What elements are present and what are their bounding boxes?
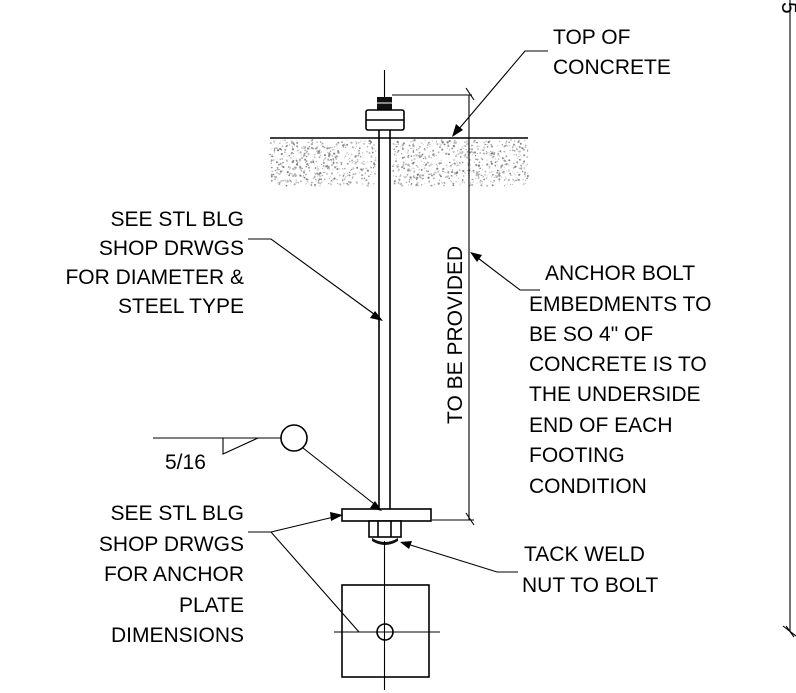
label-anchor-plate-line-5: DIMENSIONS <box>111 624 244 647</box>
label-anchor-plate-line-2: SHOP DRWGS <box>99 533 244 556</box>
label-bolt-diameter-line-2: SHOP DRWGS <box>99 237 244 260</box>
label-top-of-concrete-line-2: CONCRETE <box>553 56 671 79</box>
label-anchor-plate-line-4: PLATE <box>179 594 244 617</box>
label-embedment-line-3: BE SO 4" OF <box>529 323 653 346</box>
label-embedment-line-5: THE UNDERSIDE <box>529 383 701 406</box>
label-bolt-diameter: SEE STL BLG SHOP DRWGS FOR DIAMETER & ST… <box>65 208 244 318</box>
label-tack-weld-line-2: NUT TO BOLT <box>522 574 658 597</box>
label-weld-size: 5/16 <box>165 451 206 474</box>
label-embedment-line-8: CONDITION <box>529 475 647 498</box>
label-anchor-plate-line-1: SEE STL BLG <box>111 502 244 525</box>
label-top-of-concrete-line-1: TOP OF <box>553 26 630 49</box>
label-embedment-line-7: FOOTING <box>529 444 625 467</box>
bottom-nut <box>368 520 402 538</box>
leader-bolt-diameter <box>248 238 379 318</box>
label-top-of-concrete: TOP OF CONCRETE <box>553 26 671 79</box>
label-embedment-line-4: CONCRETE IS TO <box>529 353 707 376</box>
label-bolt-diameter-line-4: STEEL TYPE <box>118 295 244 318</box>
label-tack-weld: TACK WELD NUT TO BOLT <box>522 543 658 597</box>
label-embedment-line-2: EMBEDMENTS TO <box>529 293 711 316</box>
leader-embedment <box>473 254 540 291</box>
label-anchor-plate-note: SEE STL BLG SHOP DRWGS FOR ANCHOR PLATE … <box>99 502 244 647</box>
leader-top-of-concrete <box>457 50 548 131</box>
anchor-plate-plan <box>341 584 430 678</box>
leader-tack-weld <box>403 542 518 573</box>
label-bolt-diameter-line-1: SEE STL BLG <box>111 208 244 231</box>
concrete-texture <box>269 139 529 187</box>
leader-anchor-plate <box>270 515 339 533</box>
label-tack-weld-line-1: TACK WELD <box>524 543 645 566</box>
label-embedment-line-1: ANCHOR BOLT <box>545 262 695 285</box>
plan-bolt-hole <box>376 623 394 641</box>
label-embedment-line-6: END OF EACH <box>529 414 673 437</box>
anchor-plate <box>341 508 432 522</box>
label-to-be-provided: TO BE PROVIDED <box>444 246 467 424</box>
label-embedment-note: ANCHOR BOLT EMBEDMENTS TO BE SO 4" OF CO… <box>529 262 711 498</box>
label-edge-mark: 5 <box>777 2 796 14</box>
weld-arrow-leader <box>302 447 379 508</box>
label-bolt-diameter-line-3: FOR DIAMETER & <box>65 266 244 289</box>
label-anchor-plate-line-3: FOR ANCHOR <box>104 563 244 586</box>
fillet-weld-symbol <box>222 437 259 455</box>
tack-weld <box>372 538 398 545</box>
weld-all-around-circle <box>280 424 308 452</box>
